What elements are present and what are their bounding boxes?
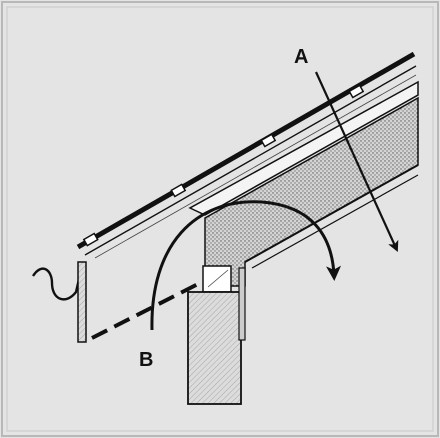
gutter: [31, 265, 84, 301]
roof-membrane-line: [84, 65, 417, 256]
ceiling-line: [244, 164, 419, 263]
batten: [170, 183, 187, 198]
label-a: A: [294, 46, 308, 68]
roof-underlay-line: [94, 74, 417, 259]
wall: [187, 291, 242, 405]
wall-plate-diagonal: [207, 269, 229, 288]
airflow-arrow-a: [314, 71, 399, 253]
ceiling-underside: [251, 174, 419, 269]
label-b: B: [139, 349, 153, 371]
inner-lining: [238, 267, 246, 341]
soffit-dashed: [91, 281, 201, 340]
sarking-board: [188, 80, 419, 216]
batten: [82, 232, 99, 247]
inner-frame: [6, 6, 434, 432]
fascia-board: [77, 261, 87, 343]
batten: [348, 84, 365, 99]
tile-battens: [82, 84, 365, 247]
airflow-arrow-b: [150, 200, 342, 331]
batten: [260, 133, 277, 148]
